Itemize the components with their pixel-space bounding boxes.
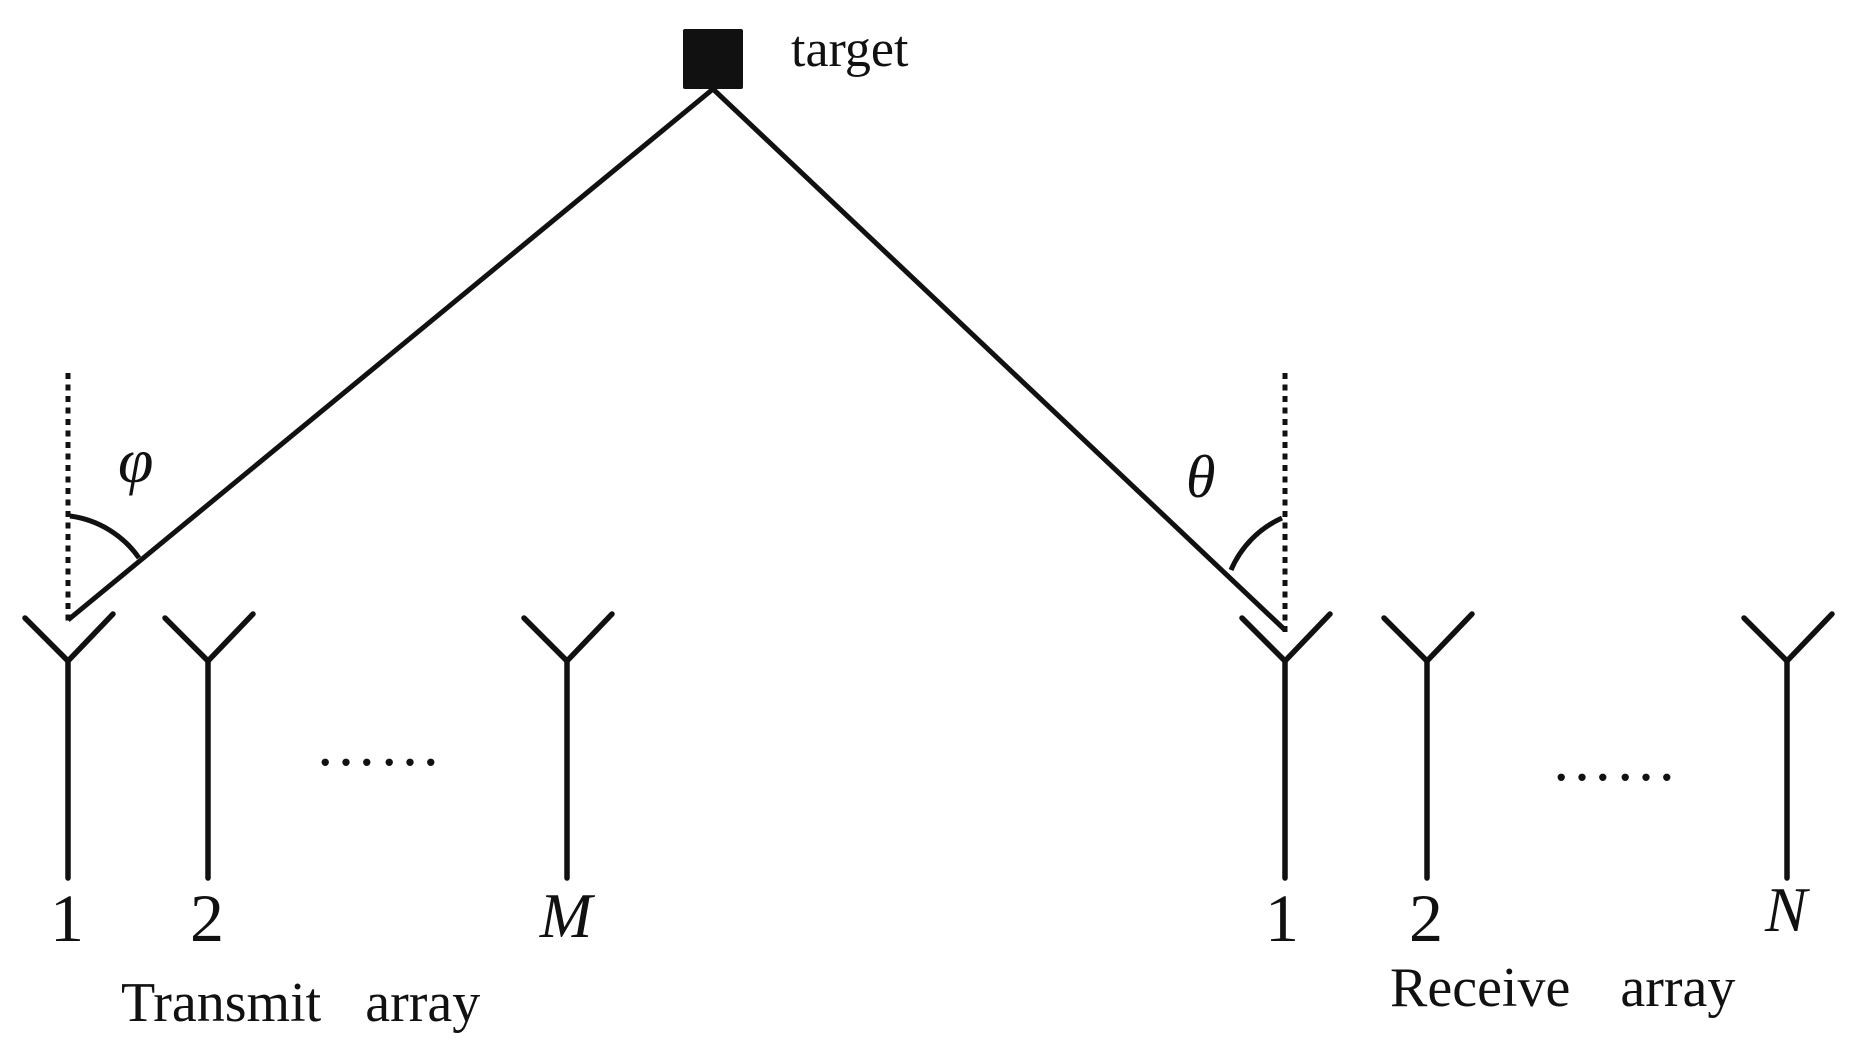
rx-ellipsis-dots: …… — [1551, 726, 1679, 794]
tx-antenna-2-icon — [162, 611, 256, 881]
receive-angle-arc — [1228, 515, 1284, 572]
tx-antenna-1-icon — [22, 611, 116, 881]
rx-antenna-2-icon — [1381, 611, 1475, 881]
transmit-angle-arc — [69, 513, 142, 560]
transmit-ray — [66, 87, 715, 622]
tx-antenna-m-icon — [521, 611, 615, 881]
target-marker — [683, 29, 743, 89]
rx-antenna-1-label: 1 — [1265, 880, 1299, 956]
rx-antenna-n-icon — [1741, 611, 1835, 881]
tx-antenna-1-label: 1 — [50, 880, 84, 956]
tx-antenna-2-label: 2 — [190, 880, 224, 956]
rx-antenna-2-label: 2 — [1409, 880, 1443, 956]
transmit-angle-label: φ — [118, 425, 154, 496]
transmit-array-caption: Transmit array — [121, 972, 481, 1034]
rx-antenna-1-icon — [1239, 611, 1333, 881]
receive-array-caption: Receive array — [1390, 957, 1736, 1019]
tx-antenna-m-label: M — [539, 881, 593, 951]
tx-ellipsis-dots: …… — [315, 711, 443, 779]
receive-ray — [711, 87, 1287, 632]
rx-antenna-n-label: N — [1764, 875, 1808, 945]
target-label: target — [791, 21, 909, 78]
receive-angle-label: θ — [1186, 444, 1216, 510]
